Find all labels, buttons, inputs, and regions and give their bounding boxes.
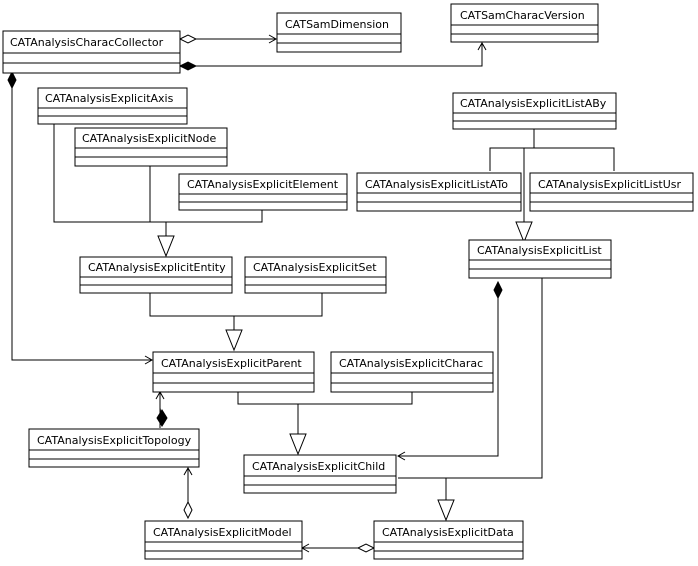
class-name: CATAnalysisExplicitSet [253,261,377,274]
edge-collector-samcharacversion [196,43,483,67]
class-name: CATSamCharacVersion [460,9,585,22]
class-name: CATAnalysisExplicitElement [187,178,339,191]
class-box-explicit-child[interactable]: CATAnalysisExplicitChild [243,454,397,494]
class-name: CATAnalysisExplicitListUsr [538,178,682,191]
class-box-explicit-data[interactable]: CATAnalysisExplicitData [373,520,524,560]
class-box-explicit-entity[interactable]: CATAnalysisExplicitEntity [79,256,233,294]
class-name: CATAnalysisExplicitModel [153,526,292,539]
class-box-explicit-element[interactable]: CATAnalysisExplicitElement [178,173,348,211]
class-box-collector[interactable]: CATAnalysisCharacCollector [2,30,181,74]
class-name: CATAnalysisExplicitList [477,244,602,257]
edge-entity-parent [149,293,323,317]
class-name: CATAnalysisExplicitCharac [339,357,483,370]
generalization-triangle-icon [157,235,175,258]
edge-child-data [398,477,447,500]
arrow-head-icon [396,451,406,461]
class-box-explicit-list-ato[interactable]: CATAnalysisExplicitListATo [356,172,522,212]
arrow-head-icon [144,355,154,365]
arrow-head-icon [268,34,278,44]
edge-collector-parent [11,88,152,361]
class-box-explicit-axis[interactable]: CATAnalysisExplicitAxis [37,87,188,125]
class-name: CATAnalysisExplicitData [382,526,514,539]
filled-diamond-icon [7,70,17,90]
filled-diamond-icon [156,409,168,427]
class-name: CATSamDimension [285,18,389,31]
edge-listato-list [489,147,534,171]
class-box-sam-dimension[interactable]: CATSamDimension [276,12,402,53]
class-box-explicit-set[interactable]: CATAnalysisExplicitSet [244,256,387,294]
open-diamond-icon [178,34,198,44]
class-name: CATAnalysisExplicitTopology [37,434,192,447]
arrow-head-icon [477,41,487,51]
generalization-triangle-icon [515,221,533,244]
filled-diamond-icon [493,280,503,300]
class-name: CATAnalysisExplicitEntity [88,261,226,274]
open-diamond-icon [356,543,376,553]
edge-list-data [446,278,543,479]
class-box-explicit-list-usr[interactable]: CATAnalysisExplicitListUsr [529,172,694,212]
class-box-explicit-parent[interactable]: CATAnalysisExplicitParent [152,351,315,393]
class-box-explicit-model[interactable]: CATAnalysisExplicitModel [144,520,303,560]
class-box-explicit-list-aby[interactable]: CATAnalysisExplicitListABy [452,92,617,130]
class-box-explicit-topology[interactable]: CATAnalysisExplicitTopology [28,428,200,468]
generalization-triangle-icon [289,433,307,456]
arrow-head-icon [183,466,193,476]
generalization-triangle-icon [437,499,455,522]
open-diamond-icon [183,500,193,520]
class-name: CATAnalysisCharacCollector [10,36,164,49]
edge-axis-entity [53,124,263,223]
edge-list-child [398,298,499,457]
filled-diamond-icon [178,61,198,71]
class-name: CATAnalysisExplicitListABy [460,97,607,110]
class-box-explicit-node[interactable]: CATAnalysisExplicitNode [74,127,228,167]
class-box-explicit-charac[interactable]: CATAnalysisExplicitCharac [330,351,494,393]
relation-edges [7,34,615,553]
class-box-sam-charac-version[interactable]: CATSamCharacVersion [450,3,599,43]
class-boxes: CATAnalysisCharacCollector CATSamDimensi… [2,3,694,560]
edge-listaby-list [533,129,615,171]
edge-parent-child [237,392,413,405]
generalization-triangle-icon [225,329,243,352]
class-name: CATAnalysisExplicitAxis [45,92,174,105]
class-name: CATAnalysisExplicitNode [82,132,216,145]
class-name: CATAnalysisExplicitChild [252,460,385,473]
class-box-explicit-list[interactable]: CATAnalysisExplicitList [468,239,612,279]
class-name: CATAnalysisExplicitListATo [365,178,508,191]
class-name: CATAnalysisExplicitParent [161,357,302,370]
